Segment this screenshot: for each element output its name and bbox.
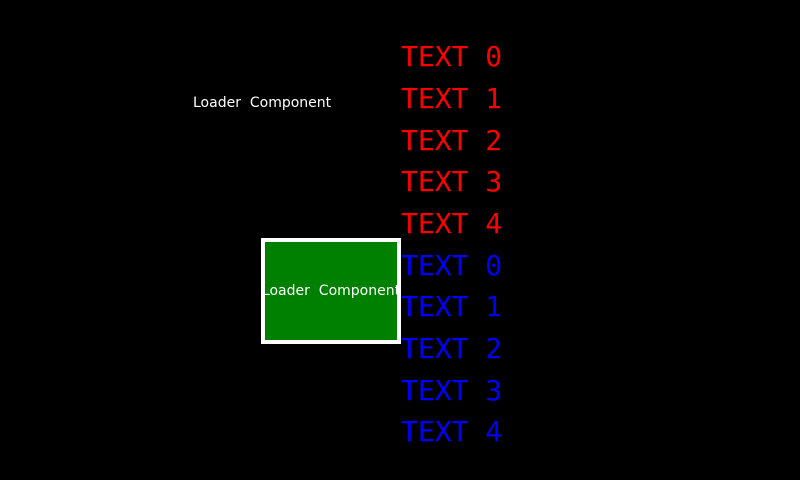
loader-component-box[interactable]: Loader Component — [261, 238, 401, 344]
text-item: TEXT 2 — [401, 123, 503, 157]
text-item: TEXT 3 — [401, 373, 503, 407]
text-item: TEXT 1 — [401, 290, 503, 324]
text-item: TEXT 4 — [401, 206, 503, 240]
text-list: TEXT 0 TEXT 1 TEXT 2 TEXT 3 TEXT 4 TEXT … — [401, 36, 502, 453]
text-item: TEXT 2 — [401, 331, 503, 365]
loader-box-label: Loader Component — [261, 283, 401, 299]
text-item: TEXT 3 — [401, 165, 503, 199]
text-item: TEXT 0 — [401, 248, 503, 282]
text-item: TEXT 0 — [401, 40, 503, 74]
loader-component-label: Loader Component — [193, 95, 332, 111]
text-item: TEXT 1 — [401, 81, 503, 115]
text-item: TEXT 4 — [401, 415, 503, 449]
